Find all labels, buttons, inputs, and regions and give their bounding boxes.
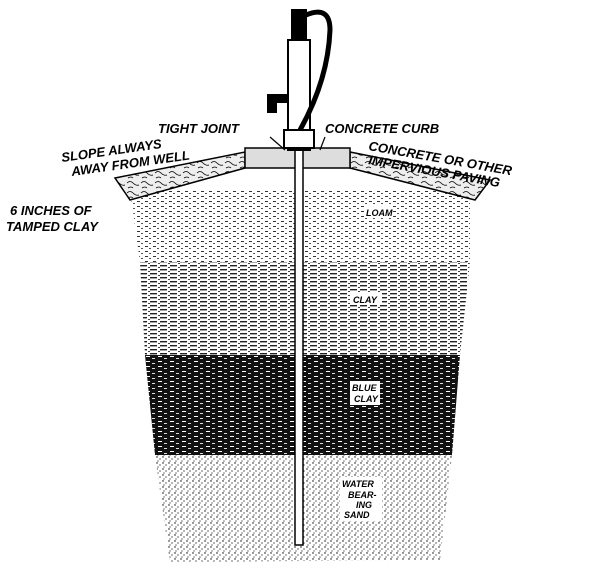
label-sand-2: BEAR- [348,490,377,500]
label-tight-joint: TIGHT JOINT [158,121,240,136]
label-loam: LOAM [366,208,393,218]
label-clay-top-2: TAMPED CLAY [6,219,99,234]
label-sand-3: ING [356,500,372,510]
well-pipe [294,149,304,546]
label-clay-top-1: 6 INCHES OF [10,203,93,218]
label-concrete-curb: CONCRETE CURB [325,121,439,136]
label-blue-clay-1: BLUE [352,383,377,393]
label-sand-1: WATER [342,479,374,489]
label-blue-clay-2: CLAY [354,394,379,404]
label-sand-4: SAND [344,510,370,520]
label-clay: CLAY [353,295,378,305]
hand-pump [267,9,333,151]
clay-layer [140,262,470,355]
